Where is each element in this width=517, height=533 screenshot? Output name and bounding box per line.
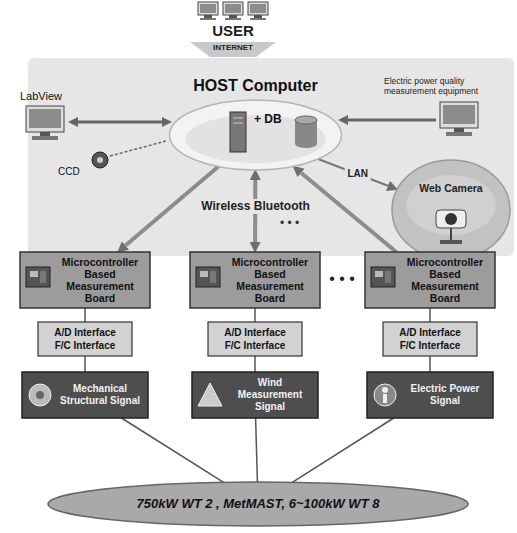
node-text: HOST Computer [168,76,343,96]
connector [122,418,224,482]
connector [429,356,431,372]
connector [429,308,431,322]
connector [292,418,393,482]
node-text: Mechanical Structural Signal [58,383,142,407]
measurement-board: Microcontroller Based Measurement Board [20,252,150,308]
connector [84,308,86,322]
ccd-link [110,141,166,156]
labview-link [78,121,162,124]
camera-label: CCD [58,166,80,178]
web-camera-circle: Web Camera [392,160,510,260]
node-text: Microcontroller Based Measurement Board [401,256,489,304]
node-text: A/D Interface [212,326,298,339]
node-text: Microcontroller Based Measurement Board [56,256,144,304]
node-text: F/C Interface [42,339,128,352]
user-label: USER [192,22,274,39]
labview-computer [26,106,64,140]
internet-label: INTERNET [193,43,273,53]
measurement-board: Microcontroller Based Measurement Board [365,252,495,308]
node-text: A/D Interface [387,326,473,339]
measurement-board: Microcontroller Based Measurement Board [190,252,320,308]
connector [84,356,86,372]
node-text: Microcontroller Based Measurement Board [226,256,314,304]
node-text: Wind Measurement Signal [228,377,312,413]
ellipsis: • • • [280,216,299,230]
signal-box: Wind Measurement Signal [192,372,318,418]
interface-box: A/D InterfaceF/C Interface [38,322,132,356]
connector [318,159,388,186]
signal-box: Mechanical Structural Signal [22,372,148,418]
node-text: 750kW WT 2 , MetMAST, 6~100kW WT 8 [137,496,380,512]
internet-arrow [190,42,276,57]
connector [254,308,256,322]
interface-box: A/D InterfaceF/C Interface [383,322,477,356]
power-quality-link [348,119,436,122]
node-text: Electric Power Signal [403,383,487,407]
equipment-label: Electric power quality measurement equip… [384,76,510,96]
node-outline [392,160,510,260]
connector [254,356,256,372]
host-computer: HOST Computer + DB [168,76,343,170]
edge-label: LAN [344,168,371,180]
link-label: Wireless Bluetooth [198,199,313,214]
user-computers [198,2,268,20]
node-text: Web Camera [392,182,510,194]
connector [256,418,258,482]
node-text: + DB [254,112,288,126]
node-text: A/D Interface [42,326,128,339]
ccd-camera [92,152,108,168]
ellipsis: • • • [329,270,355,288]
software-label: LabView [20,90,62,103]
node-text: F/C Interface [212,339,298,352]
power-quality-computer [440,102,478,136]
connector [301,173,396,252]
interface-box: A/D InterfaceF/C Interface [208,322,302,356]
site-ellipse: 750kW WT 2 , MetMAST, 6~100kW WT 8 [48,482,468,526]
node-text: F/C Interface [387,339,473,352]
signal-box: Electric Power Signal [367,372,493,418]
